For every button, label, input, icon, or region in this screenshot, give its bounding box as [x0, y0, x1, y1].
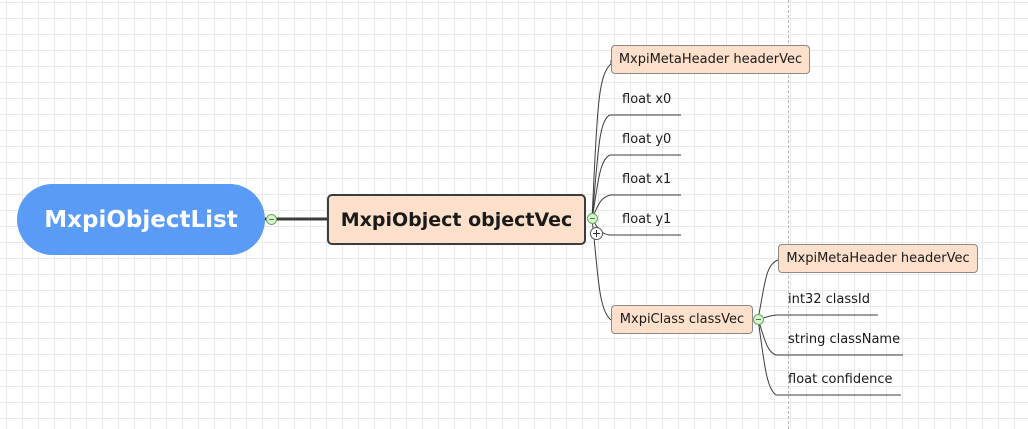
- topic-class-name-label: string className: [788, 332, 901, 347]
- expand-plus-icon[interactable]: [590, 227, 603, 240]
- topic-header-vec[interactable]: MxpiMetaHeader headerVec: [611, 45, 810, 74]
- topic-float-y0[interactable]: float y0: [610, 129, 671, 151]
- main-topic-label: MxpiObject objectVec: [340, 208, 573, 231]
- topic-class-header-vec-label: MxpiMetaHeader headerVec: [786, 251, 970, 266]
- topic-float-x1-label: float x1: [622, 172, 672, 187]
- collapse-root-icon[interactable]: [266, 214, 277, 225]
- root-topic[interactable]: MxpiObjectList: [17, 184, 265, 255]
- topic-float-x0-label: float x0: [622, 92, 672, 107]
- topic-class-header-vec[interactable]: MxpiMetaHeader headerVec: [778, 244, 978, 273]
- topic-class-name[interactable]: string className: [776, 329, 900, 351]
- root-topic-label: MxpiObjectList: [44, 206, 238, 233]
- topic-float-y1-label: float y1: [622, 212, 672, 227]
- topic-float-x0[interactable]: float x0: [610, 89, 671, 111]
- topic-class-id-label: int32 classId: [788, 292, 870, 307]
- topic-float-x1[interactable]: float x1: [610, 169, 671, 191]
- connector-headervec: [591, 63, 612, 220]
- connector-y0: [591, 154, 611, 220]
- topic-confidence-label: float confidence: [788, 372, 893, 387]
- connector-confidence: [757, 318, 777, 396]
- collapse-class-icon[interactable]: [753, 314, 764, 325]
- topic-class-id[interactable]: int32 classId: [776, 289, 870, 311]
- topic-class-vec-label: MxpiClass classVec: [619, 312, 745, 327]
- connector-x0: [591, 114, 611, 220]
- connector-class-headervec: [757, 259, 779, 320]
- topic-float-y1[interactable]: float y1: [610, 209, 671, 231]
- topic-confidence[interactable]: float confidence: [776, 369, 893, 391]
- topic-header-vec-label: MxpiMetaHeader headerVec: [618, 52, 803, 67]
- dashed-guide-line: [788, 0, 789, 429]
- collapse-main-icon[interactable]: [587, 213, 598, 224]
- main-topic[interactable]: MxpiObject objectVec: [327, 194, 586, 245]
- topic-class-vec[interactable]: MxpiClass classVec: [611, 305, 753, 334]
- topic-float-y0-label: float y0: [622, 132, 672, 147]
